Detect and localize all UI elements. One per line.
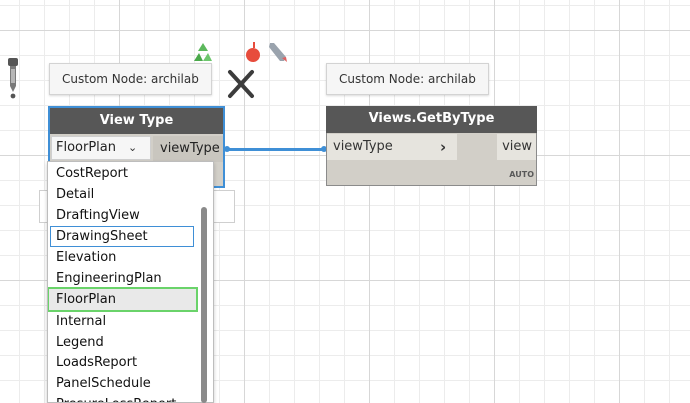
dropdown-option[interactable]: LoadsReport	[56, 355, 138, 370]
node-shadow-left	[39, 190, 50, 223]
brush-icon[interactable]	[266, 40, 290, 64]
view-type-dropdown-list[interactable]: CostReport Detail DraftingView DrawingSh…	[47, 161, 214, 403]
chevron-down-icon[interactable]: ⌄	[128, 141, 138, 154]
dropdown-option[interactable]: Internal	[56, 314, 107, 329]
views-getbytype-node-title[interactable]: Views.GetByType	[326, 106, 537, 133]
custom-node-tooltip: Custom Node: archilab	[326, 63, 489, 95]
dropdown-option-selected[interactable]: FloorPlan	[48, 287, 198, 312]
view-type-node-title[interactable]: View Type	[50, 108, 223, 134]
wire-end-dot	[321, 146, 327, 152]
lacing-indicator[interactable]: AUTO	[509, 170, 534, 179]
recycle-icon[interactable]	[190, 40, 216, 66]
dropdown-option[interactable]: Detail	[56, 187, 95, 202]
dropdown-option[interactable]: DraftingView	[56, 208, 140, 223]
dropdown-option[interactable]: CostReport	[56, 166, 128, 181]
eyedropper-icon[interactable]	[2, 56, 34, 100]
dropdown-option-focused[interactable]: DrawingSheet	[50, 226, 194, 247]
dropdown-option[interactable]: PresureLossReport	[56, 395, 176, 402]
output-port-view[interactable]: view	[497, 134, 536, 160]
paint-icon[interactable]	[244, 40, 264, 64]
view-type-dropdown[interactable]: FloorPlan	[51, 136, 151, 160]
output-port-viewtype[interactable]: viewType	[153, 136, 223, 162]
input-port-viewtype[interactable]: viewType	[327, 134, 457, 160]
dropdown-option[interactable]: EngineeringPlan	[56, 271, 162, 286]
tools-icon[interactable]	[226, 68, 256, 100]
custom-node-tooltip: Custom Node: archilab	[49, 63, 212, 95]
connector-wire[interactable]	[227, 148, 325, 151]
dropdown-option[interactable]: Legend	[56, 335, 104, 350]
dropdown-option[interactable]: PanelSchedule	[56, 376, 151, 391]
chevron-right-icon: ›	[440, 138, 447, 156]
wire-start-dot	[224, 146, 230, 152]
dropdown-option[interactable]: Elevation	[56, 250, 117, 265]
node-shadow-right	[214, 190, 235, 223]
dropdown-scrollbar[interactable]	[201, 207, 207, 403]
